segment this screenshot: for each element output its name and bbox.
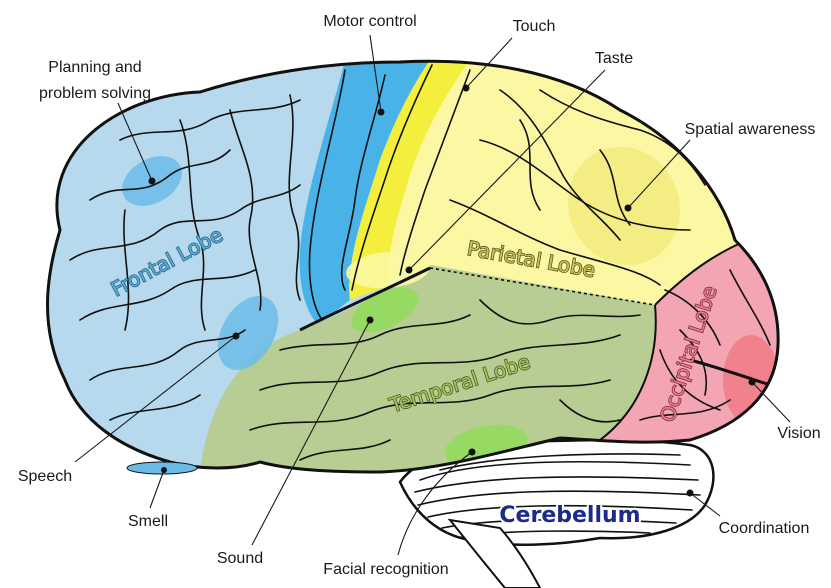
speech-label: Speech (18, 468, 72, 485)
facial-recognition-label: Facial recognition (323, 561, 448, 578)
sound-label: Sound (217, 550, 263, 567)
sound-dot (367, 317, 374, 324)
vision-dot (749, 379, 756, 386)
touch-label: Touch (513, 18, 556, 35)
planning-label-line1: Planning and (48, 59, 141, 76)
smell-leader (150, 470, 164, 508)
motor-dot (378, 109, 385, 116)
motor-control-label: Motor control (323, 13, 416, 30)
spatial-dot (625, 205, 632, 212)
facial-dot (469, 449, 476, 456)
planning-label-line2: problem solving (39, 85, 151, 102)
vision-leader (752, 382, 790, 422)
cerebellum-label: Cerebellum (499, 503, 640, 528)
taste-dot (406, 267, 413, 274)
vision-label: Vision (777, 425, 820, 442)
taste-label: Taste (595, 50, 633, 67)
coordination-label: Coordination (719, 520, 810, 537)
spatial-awareness-label: Spatial awareness (685, 121, 816, 138)
speech-dot (233, 333, 240, 340)
coordination-dot (687, 490, 694, 497)
smell-dot (161, 467, 167, 473)
smell-label: Smell (128, 513, 168, 530)
touch-dot (463, 85, 470, 92)
planning-dot (149, 178, 156, 185)
